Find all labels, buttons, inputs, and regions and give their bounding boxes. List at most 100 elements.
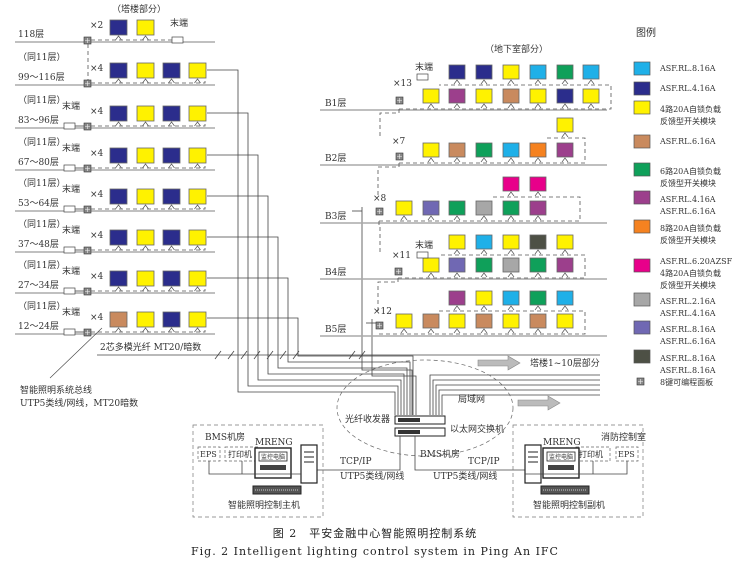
module-yellow (502, 234, 520, 250)
printer-label: 打印机 (579, 449, 603, 459)
switch-ports (398, 430, 420, 434)
module-navy (109, 62, 128, 79)
legend-text: ASF.RL.6.16A (659, 207, 716, 216)
keypad-panel-grid (85, 207, 90, 212)
floor-note: （同11层） (18, 52, 65, 63)
module-yellow (136, 270, 155, 287)
legend-swatch-cyan (633, 61, 651, 76)
bus-dashed-line (91, 246, 206, 251)
keypad-panel-grid (85, 166, 90, 171)
module-connector (534, 157, 542, 163)
module-connector (142, 163, 149, 169)
module-green (556, 64, 574, 80)
module-connector (115, 286, 122, 292)
legend-text: 4路20A自锁负载 (660, 268, 721, 278)
network-section: 2芯多模光纤 MT20/暗数智能照明系统总线UTP5类线/网线，MT20暗数塔楼… (20, 327, 646, 518)
module-connector (587, 79, 595, 85)
eps-link (525, 461, 628, 475)
module-connector (194, 327, 201, 333)
module-connector (534, 305, 542, 311)
module-connector (115, 35, 122, 41)
keypad-panel-grid (638, 379, 643, 384)
module-connector (194, 121, 201, 127)
module-yellow (448, 234, 466, 250)
legend-text: 6路20A自锁负载 (660, 166, 721, 176)
keypad-panel-grid (85, 124, 90, 129)
legend-swatch-gray (633, 292, 651, 307)
module-connector (453, 157, 461, 163)
keypad-panel-grid (397, 98, 402, 103)
module-yellow (422, 257, 440, 273)
legend-text: 4路20A自锁负载 (660, 104, 721, 114)
arrow-right-icon (517, 395, 561, 411)
module-connector (507, 272, 515, 278)
module-green (475, 257, 493, 273)
module-yellow (188, 62, 207, 79)
tower-floor: （同11层）67～80层×4末端 (15, 137, 215, 173)
lan-label: 局域网 (458, 393, 485, 405)
eps-label: EPS (618, 450, 635, 459)
module-purple (556, 142, 574, 158)
module-yellow (188, 105, 207, 122)
module-purple (556, 257, 574, 273)
fiber-tick (279, 350, 287, 360)
module-navy (162, 229, 181, 246)
module-count: ×4 (90, 272, 104, 282)
module-yellow (188, 270, 207, 287)
utp-label: UTP5类线/网线 (340, 470, 404, 482)
legend-text: ASF.RL.6.20AZSF (659, 257, 733, 266)
floor-range: 53～64层 (18, 198, 59, 209)
module-connector (115, 204, 122, 210)
module-count: ×4 (90, 313, 104, 323)
module-connector (561, 249, 569, 255)
module-gray (475, 200, 493, 216)
computer-tower-icon (300, 444, 318, 484)
module-yellow (136, 147, 155, 164)
computer-tower-icon (524, 444, 542, 484)
module-navy (162, 147, 181, 164)
module-connector (427, 215, 435, 221)
module-connector (587, 103, 595, 109)
legend: 图例ASF.RL.8.16AASF.RL.4.16A4路20A自锁负载反馈型开关… (633, 26, 733, 387)
legend-swatch-navy (633, 81, 651, 96)
legend-item: ASF.RL.4.16A (633, 81, 716, 96)
tower-floor: （同11层）53～64层×4末端 (15, 178, 215, 214)
module-yellow (188, 311, 207, 328)
module-count: ×12 (373, 307, 392, 317)
module-magenta (529, 176, 547, 192)
module-connector (561, 103, 569, 109)
tcp-link-right (414, 436, 525, 471)
module-connector (534, 272, 542, 278)
keypad-panel-grid (397, 154, 402, 159)
module-connector (194, 286, 201, 292)
module-green (475, 142, 493, 158)
module-count: ×4 (90, 190, 104, 200)
legend-swatch-darkgray (633, 349, 651, 364)
module-connector (561, 272, 569, 278)
module-darkgray (529, 234, 547, 250)
module-connector (168, 204, 175, 210)
wires (207, 69, 600, 415)
end-label: 末端 (415, 61, 433, 73)
annotation-leader (49, 327, 103, 379)
module-yellow (136, 188, 155, 205)
basement-floor-label: B3层 (325, 211, 346, 222)
module-connector (115, 121, 122, 127)
module-connector (427, 103, 435, 109)
module-count: ×2 (90, 21, 103, 31)
fiber-label: 2芯多模光纤 MT20/暗数 (100, 341, 201, 353)
module-connector (194, 78, 201, 84)
legend-title: 图例 (636, 26, 656, 39)
module-yellow (529, 88, 547, 104)
legend-swatch-orange (633, 219, 651, 234)
end-terminal (63, 164, 76, 172)
lan-ellipse (336, 359, 514, 457)
module-connector (194, 204, 201, 210)
bms-center-label: BMS机房 (420, 448, 460, 460)
utp-label: UTP5类线/网线 (433, 470, 497, 482)
lower-tower-wire (432, 379, 600, 415)
floor-range: 99～116层 (18, 72, 65, 83)
